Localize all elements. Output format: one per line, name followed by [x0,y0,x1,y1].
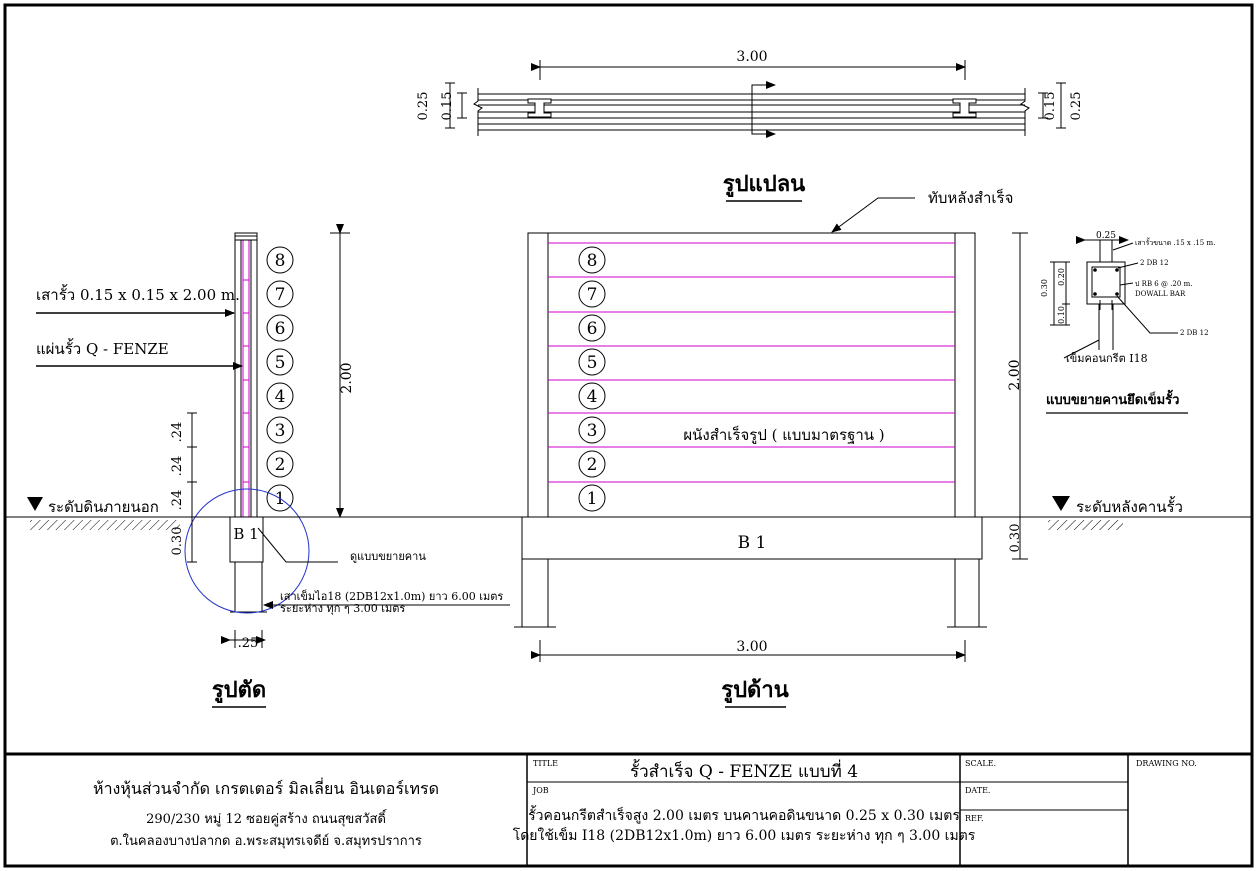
elevation-panel-numbers: 8 7 6 5 4 3 2 1 [578,246,606,512]
beam-detail: 0.25 เสารั้วขนาด .15 x .15 m. 2 DB 12 ป … [1040,231,1215,414]
beam-level-label: ระดับหลังคานรั้ว [1076,496,1183,516]
elevation-panel-text: ผนังสำเร็จรูป ( แบบมาตรฐาน ) [683,425,884,444]
elevation-panel-number-4: 4 [587,387,598,407]
detail-rebar-bottom: 2 DB 12 [1180,329,1209,337]
pile-note-1: เสาเข็มไอ18 (2DB12x1.0m) ยาว 6.00 เมตร [280,589,503,603]
section-panel-number-2: 2 [275,455,286,475]
elevation-height-label: 2.00 [1007,359,1023,390]
plan-panel-width-right: 0.15 [1043,92,1058,121]
elevation-panel-circle-4 [578,382,606,410]
scale-label: SCALE. [965,759,996,768]
section-panel-circle-6 [266,314,294,342]
plan-view: 3.00 0.25 0.15 0.15 0. [416,49,1084,202]
job-line-1: รั้วคอนกรีตสำเร็จสูง 2.00 เมตร บนคานคอดิ… [528,805,960,824]
detail-ref-label: ดูแบบขยายคาน [350,550,426,563]
title-label: TITLE [533,759,558,768]
pile-width-label: .25 [238,636,259,651]
company-address-1: 290/230 หมู่ 12 ซอยคู่สร้าง ถนนสุขสวัสดิ… [146,809,388,827]
company-name: ห้างหุ้นส่วนจำกัด เกรตเตอร์ มิลเลี่ยน อิ… [93,777,439,799]
elevation-panel-circle-3 [578,416,606,444]
panel-dim-1: .24 [170,422,185,443]
elevation-panel-circle-8 [578,246,606,274]
detail-h-total: 0.30 [1040,279,1049,297]
cap-label: ทับหลังสำเร็จ [928,188,1013,207]
panel-label: แผ่นรั้ว Q - FENZE [36,338,169,358]
panel-dim-2: .24 [170,456,185,477]
section-beam-depth: 0.30 [170,527,185,556]
plan-panel-width-left: 0.15 [440,92,455,121]
detail-rebar-top: 2 DB 12 [1140,259,1169,267]
detail-stirrup: ป RB 6 @ .20 m. [1135,280,1192,288]
title-block: ห้างหุ้นส่วนจำกัด เกรตเตอร์ มิลเลี่ยน อิ… [93,754,1197,866]
drawing-title: รั้วสำเร็จ Q - FENZE แบบที่ 4 [630,759,858,782]
section-panel-number-1: 1 [275,489,286,509]
section-panel-circle-3 [266,416,294,444]
date-label: DATE. [965,786,990,795]
detail-h-bottom: 0.10 [1057,306,1066,324]
detail-title: แบบขยายคานยึดเข็มรั้ว [1046,389,1179,408]
elevation-panel-circle-2 [578,450,606,478]
elevation-panel-number-3: 3 [587,421,598,441]
section-panel-number-6: 6 [275,319,286,339]
detail-post-size: เสารั้วขนาด .15 x .15 m. [1135,236,1215,247]
detail-width-label: 0.25 [1096,231,1116,241]
post-label: เสารั้ว 0.15 x 0.15 x 2.00 m. [36,284,240,304]
detail-dowel: DOWALL BAR [1135,290,1186,298]
elevation-panel-number-2: 2 [587,455,598,475]
plan-total-width-right: 0.25 [1069,92,1084,121]
elevation-beam-label: B 1 [738,533,767,553]
elevation-panel-number-6: 6 [587,319,598,339]
section-panel-number-4: 4 [275,387,286,407]
section-panel-number-5: 5 [275,353,286,373]
elevation-panel-number-5: 5 [587,353,598,373]
section-height-label: 2.00 [339,362,355,393]
plan-total-width-left: 0.25 [416,92,431,121]
plan-post-left [527,98,552,118]
section-panel-circle-7 [266,280,294,308]
section-panel-circle-5 [266,348,294,376]
ref-label: REF. [965,814,984,823]
section-panel-circle-2 [266,450,294,478]
elevation-panel-number-7: 7 [587,285,598,305]
section-panel-number-8: 8 [275,251,286,271]
section-panel-numbers: 8 7 6 5 4 3 2 1 [266,246,294,512]
elevation-beam-depth: 0.30 [1008,524,1023,553]
section-panel-circle-8 [266,246,294,274]
section-panel-circle-4 [266,382,294,410]
section-panel-number-7: 7 [275,285,286,305]
elevation-panel-circle-1 [578,484,606,512]
company-address-2: ต.ในคลองบางปลากด อ.พระสมุทรเจดีย์ จ.สมุท… [110,833,422,849]
elevation-beam [521,516,983,560]
section-view: 8 7 6 5 4 3 2 1 B 1 ดูแบบขยายคาน เสาเข็มไอ18 (2… [27,224,510,708]
beam-level-marker [1052,496,1070,511]
elevation-title: รูปด้าน [721,677,788,704]
elevation-panel-number-8: 8 [587,251,598,271]
section-panel-number-3: 3 [275,421,286,441]
plan-post-right [952,98,977,118]
panel-dim-3: .24 [170,490,185,511]
section-beam-label: B 1 [233,525,258,543]
elevation-panel-circle-7 [578,280,606,308]
detail-pile: เข็มคอนกรีต I18 [1066,351,1148,365]
detail-callout-circle [184,488,310,614]
ground-level-label: ระดับดินภายนอก [48,498,159,516]
section-beam [229,516,264,563]
elevation-panel-circle-6 [578,314,606,342]
elevation-span-label: 3.00 [736,639,767,655]
elevation-view: 8 7 6 5 4 3 2 1 ผนังสำเร็จรูป ( แบบมาตรฐาน ) ทั… [514,188,1183,708]
job-label: JOB [532,786,549,795]
elevation-panel-circle-5 [578,348,606,376]
ground-level-marker [27,497,43,511]
drawing-no-label: DRAWING NO. [1136,759,1197,768]
section-title: รูปตัด [212,677,266,704]
plan-title: รูปแปลน [723,171,805,198]
pile-note-2: ระยะห่าง ทุก ๆ 3.00 เมตร [280,602,405,615]
job-line-2: โดยใช้เข็ม I18 (2DB12x1.0m) ยาว 6.00 เมต… [513,826,976,844]
detail-h-top: 0.20 [1057,268,1066,286]
sheet-border [3,3,1254,868]
elevation-panel-number-1: 1 [587,489,598,509]
plan-length-label: 3.00 [736,49,767,65]
